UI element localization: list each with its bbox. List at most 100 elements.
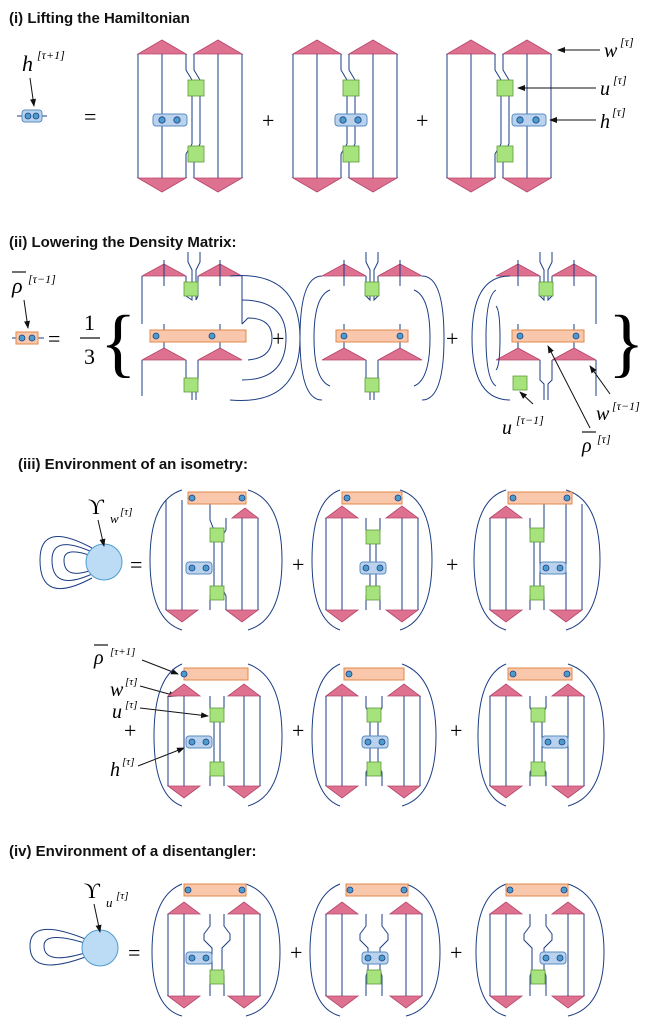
dot <box>173 116 181 124</box>
label-rho-tau-plus-1: ρ [τ+1] <box>93 644 179 675</box>
dot <box>345 670 353 678</box>
equals-sign: = <box>130 552 142 577</box>
dot <box>364 738 372 746</box>
annotation-w-tau-minus-1: w [τ−1] <box>589 365 640 425</box>
isometry-top-left <box>488 683 524 697</box>
isometry-top-left <box>136 39 188 55</box>
dot <box>556 564 564 572</box>
iii-term-2 <box>311 489 433 631</box>
plus-sign: + <box>290 940 302 965</box>
lhs-rho-tau-minus-1: ρ [τ−1] <box>11 271 56 345</box>
disentangler-top <box>366 707 382 723</box>
isometry-top-left <box>166 683 202 697</box>
isometry-top <box>230 507 260 519</box>
isometry-bottom-right <box>386 785 422 799</box>
h-tau-plus-1-label: h [τ+1] <box>22 48 65 76</box>
svg-text:1: 1 <box>84 310 95 335</box>
isometry-top-right <box>388 901 424 915</box>
dot <box>544 738 552 746</box>
environment-circle <box>85 543 123 581</box>
isometry-bottom-left <box>324 995 360 1009</box>
dot <box>364 954 372 962</box>
dot <box>572 332 580 340</box>
disentangler-bottom <box>209 585 225 601</box>
svg-text:[τ+1]: [τ+1] <box>37 48 65 62</box>
dot <box>396 332 404 340</box>
isometry-bottom-left <box>166 995 202 1009</box>
isometry-bottom-left <box>445 177 497 193</box>
iii-term-6 <box>477 663 605 807</box>
plus-sign: + <box>292 552 304 577</box>
isometry-top-right <box>386 683 422 697</box>
dot <box>346 886 354 894</box>
density-matrix-block <box>511 329 585 343</box>
rho-tau-minus-1-label: ρ [τ−1] <box>11 271 56 298</box>
svg-text:[τ−1]: [τ−1] <box>612 399 640 413</box>
dot <box>394 494 402 502</box>
svg-text:u: u <box>106 895 113 910</box>
svg-text:h: h <box>600 111 610 133</box>
svg-text:w: w <box>596 403 610 425</box>
iii-term-3 <box>473 489 601 631</box>
isometry-top-right <box>226 683 262 697</box>
density-matrix-block <box>341 491 403 505</box>
svg-text:[τ]: [τ] <box>613 73 627 87</box>
isometry-bottom-right <box>197 347 243 361</box>
isometry-bottom-right <box>192 177 244 193</box>
environment-u-symbol: ϒ u [τ] <box>29 878 129 967</box>
svg-text:[τ]: [τ] <box>125 676 138 688</box>
isometry-bottom-right <box>347 177 399 193</box>
lhs-h-tau-plus-1: h [τ+1] <box>17 48 65 123</box>
density-matrix-block <box>507 491 573 505</box>
isometry-top-right <box>501 39 553 55</box>
isometry-top-right <box>192 39 244 55</box>
isometry-bottom-right <box>550 995 586 1009</box>
density-matrix-block <box>335 329 409 343</box>
iii-term-4 <box>153 663 283 807</box>
plus-sign: + <box>450 940 462 965</box>
dot <box>509 494 517 502</box>
disentangler-top <box>538 281 554 297</box>
dot <box>208 332 216 340</box>
dot <box>238 494 246 502</box>
disentangler-top <box>496 79 514 97</box>
disentangler-bottom <box>529 585 545 601</box>
dot <box>18 334 26 342</box>
isometry-top-left <box>291 39 343 55</box>
label-w-tau-row2: w [τ] <box>110 676 177 701</box>
dot <box>188 738 196 746</box>
disentangler-bottom <box>342 145 360 163</box>
isometry-bottom-right <box>224 609 260 623</box>
dot <box>400 886 408 894</box>
dot <box>188 564 196 572</box>
disentangler-bottom <box>496 145 514 163</box>
disentangler-bottom <box>530 761 546 777</box>
dot <box>506 886 514 894</box>
disentangler-top <box>364 281 380 297</box>
disentangler-bottom <box>365 585 381 601</box>
disentangler-top <box>530 707 546 723</box>
dot <box>560 886 568 894</box>
annotation-rho-tau: ρ [τ] <box>547 345 611 457</box>
svg-text:w: w <box>604 40 618 62</box>
isometry-bottom-left <box>324 785 360 799</box>
svg-text:[τ]: [τ] <box>116 890 129 902</box>
isometry-bottom-right <box>550 785 586 799</box>
isometry-top-right <box>550 683 586 697</box>
svg-text:[τ]: [τ] <box>620 35 634 49</box>
section-title-environment-isometry: (iii) Environment of an isometry: <box>18 456 248 473</box>
isometry-bottom-left <box>488 785 524 799</box>
svg-text:ρ: ρ <box>581 435 592 457</box>
isometry-bottom-right <box>548 609 584 623</box>
isometry-top-left <box>445 39 497 55</box>
isometry-bottom-right <box>551 347 597 361</box>
dot <box>354 116 362 124</box>
annotation-u-tau-minus-1: u [τ−1] <box>502 391 544 439</box>
isometry-bottom-left <box>488 995 524 1009</box>
disentangler-top <box>209 707 225 723</box>
isometry-top-right <box>347 39 399 55</box>
dot <box>563 670 571 678</box>
dot <box>362 564 370 572</box>
disentangler-top <box>209 527 225 543</box>
dot <box>28 334 36 342</box>
